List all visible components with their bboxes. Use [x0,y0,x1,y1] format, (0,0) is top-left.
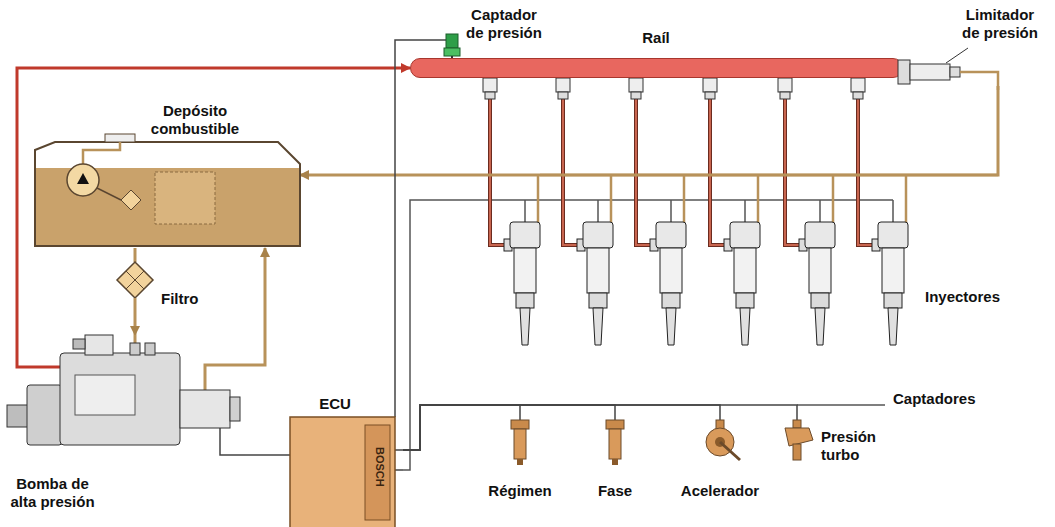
part-label: Bomba de alta presión [5,475,100,511]
pressure-limiter: Limitador de presión [898,4,1050,86]
fuel-line [134,312,137,335]
illustration [403,78,998,470]
injector-harness [403,200,893,470]
phase-sensor: Fase [580,420,652,505]
pressure-sensor: Captador de presión [440,4,562,60]
fuel-filter: Filtro [117,262,212,312]
part-label: Limitador de presión [960,6,1040,42]
part-label: Raíl [411,29,901,47]
signal-wire [403,405,797,450]
signal-wire [403,405,615,450]
fuel-line [300,86,998,175]
boost-pressure-sensor: Presión turbo [775,420,887,480]
high-pressure-pump: Bomba de alta presión [5,335,245,515]
part-label: Captadores [893,390,976,408]
accelerator-sensor: Acelerador [675,420,767,505]
part-label: Régimen [485,482,555,500]
injector [629,78,686,345]
signal-wire [395,40,440,395]
sensor-harness [797,404,885,406]
signal-wire [403,405,720,450]
brand-mark: BOSCH [373,447,386,487]
part-label: Inyectores [925,288,1000,306]
injector [851,78,908,345]
injector-group [483,78,908,345]
fuel-rail: Raíl [410,58,903,78]
part-label: Depósito combustible [145,102,245,138]
part-label: Acelerador [675,482,765,500]
part-label: Captador de presión [464,6,544,42]
injector [778,78,835,345]
injector [556,78,613,345]
part-label: Presión turbo [821,428,885,464]
signal-wire [245,454,285,456]
injector [703,78,760,345]
fuel-line [245,248,265,365]
speed-sensor: Régimen [485,420,557,505]
part-label: ECU [285,395,385,413]
ecu-box: ECU BOSCH [285,395,403,527]
fuel-tank: Depósito combustible [35,100,303,248]
fuel-line [134,248,137,262]
connector-group [17,40,998,455]
part-label: Filtro [161,290,199,308]
part-label: Fase [580,482,650,500]
fuel-line [17,68,410,335]
injector [483,78,540,345]
